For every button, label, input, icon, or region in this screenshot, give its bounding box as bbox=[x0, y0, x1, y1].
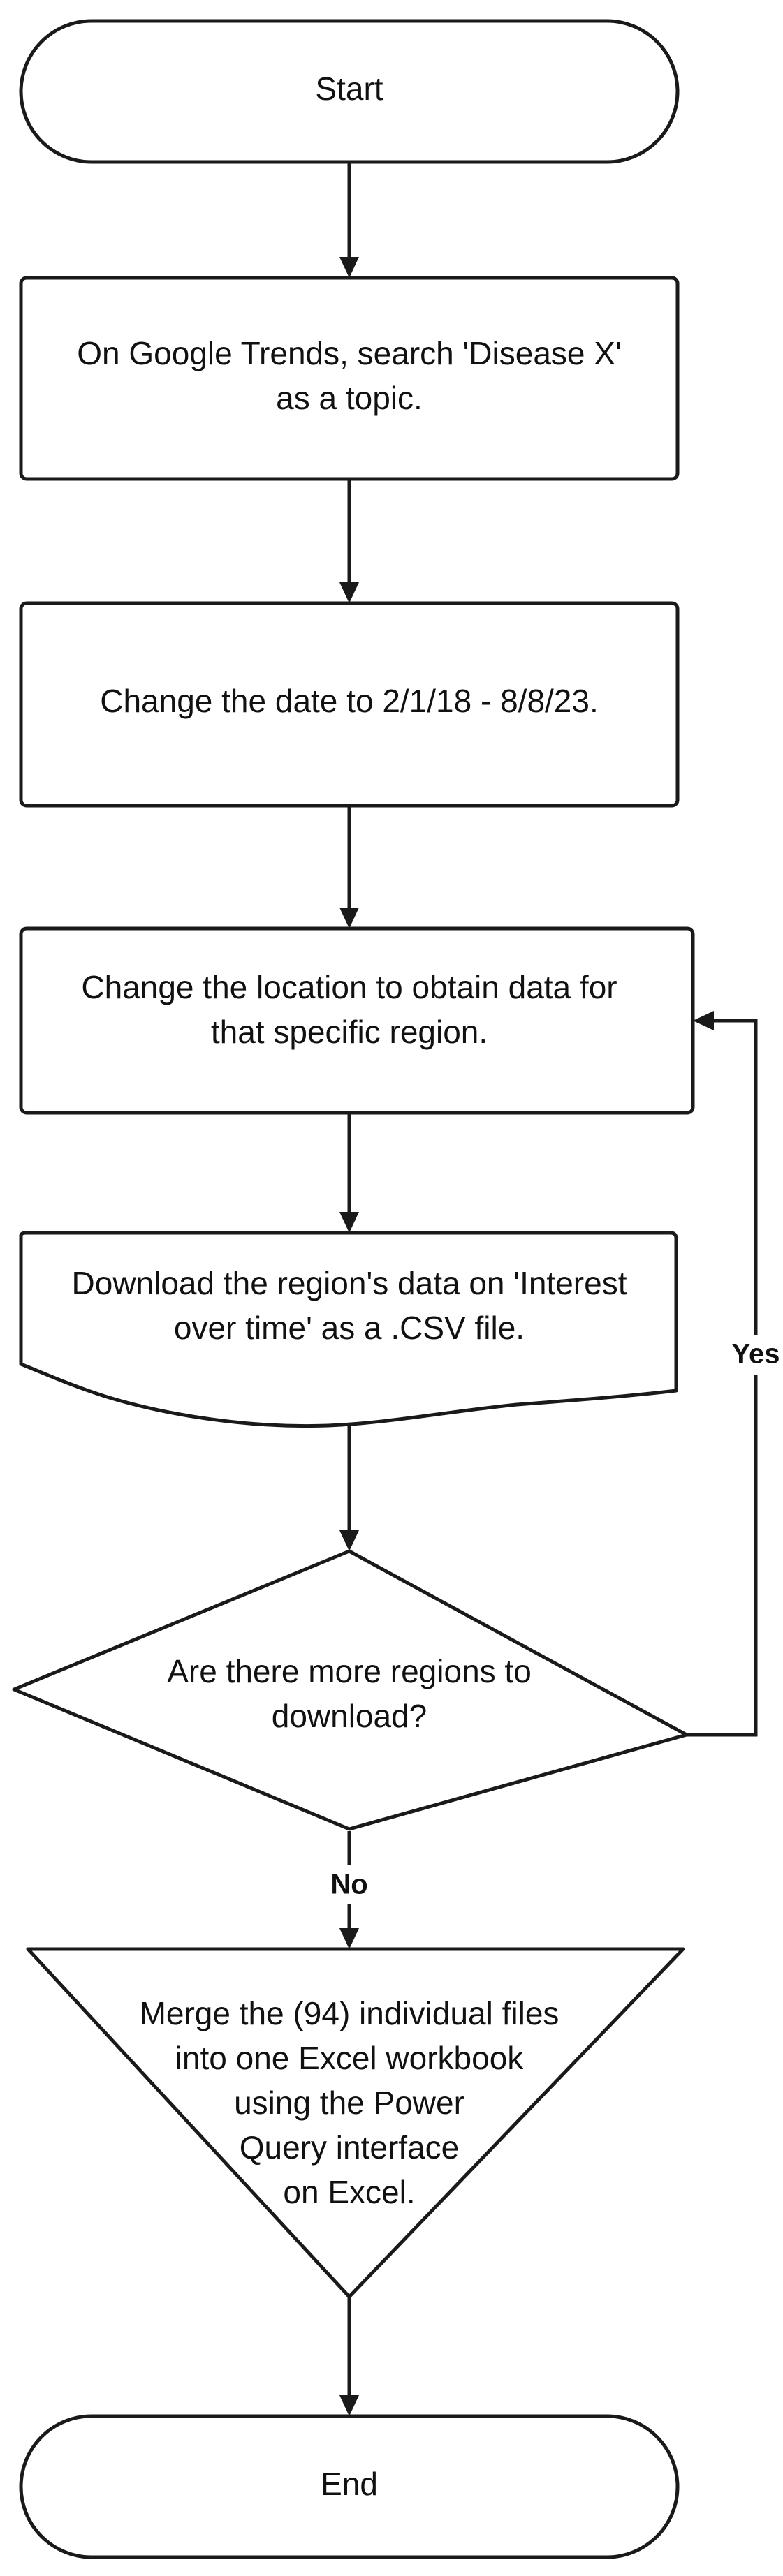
decision-diamond bbox=[12, 1549, 689, 1831]
download-csv-line-1: Download the region's data on 'Interest bbox=[72, 1265, 627, 1301]
search-topic-line-2: as a topic. bbox=[276, 380, 423, 416]
edge-labels: Yes No bbox=[323, 1335, 783, 1904]
merge-files-line-4: Query interface bbox=[240, 2129, 459, 2166]
node-start: Start bbox=[19, 19, 680, 164]
yes-label-background bbox=[724, 1335, 783, 1375]
arrowhead bbox=[339, 2395, 359, 2416]
download-csv-line-2: over time' as a .CSV file. bbox=[174, 1310, 525, 1346]
change-location-line-1: Change the location to obtain data for bbox=[81, 969, 617, 1005]
merge-files-line-3: using the Power bbox=[234, 2085, 464, 2121]
arrowhead bbox=[339, 1530, 359, 1551]
process-box bbox=[19, 601, 680, 808]
yes-label: Yes bbox=[732, 1339, 780, 1370]
node-change-date: Change the date to 2/1/18 - 8/8/23. bbox=[19, 601, 680, 808]
arrowhead bbox=[339, 1928, 359, 1949]
node-download-csv: Download the region's data on 'Interest … bbox=[19, 1231, 678, 1428]
change-date-line-1: Change the date to 2/1/18 - 8/8/23. bbox=[100, 683, 599, 719]
more-regions-line-2: download? bbox=[272, 1698, 427, 1734]
terminator-shape bbox=[19, 2414, 680, 2559]
merge-files-line-2: into one Excel workbook bbox=[175, 2040, 525, 2076]
terminator-shape bbox=[19, 19, 680, 164]
process-box bbox=[19, 926, 695, 1115]
no-label-background bbox=[323, 1865, 375, 1904]
end-label: End bbox=[321, 2466, 378, 2502]
search-topic-line-1: On Google Trends, search 'Disease X' bbox=[77, 335, 622, 371]
merge-triangle bbox=[26, 1947, 685, 2299]
more-regions-line-1: Are there more regions to bbox=[167, 1653, 532, 1689]
node-search-topic: On Google Trends, search 'Disease X' as … bbox=[19, 276, 680, 481]
arrowhead bbox=[339, 1212, 359, 1233]
node-change-location: Change the location to obtain data for t… bbox=[19, 926, 695, 1115]
merge-files-line-5: on Excel. bbox=[283, 2174, 415, 2210]
process-box bbox=[19, 276, 680, 481]
connector-yes-loop bbox=[687, 1019, 758, 1737]
start-label: Start bbox=[315, 71, 383, 107]
node-merge-files: Merge the (94) individual files into one… bbox=[26, 1947, 685, 2299]
arrowhead bbox=[693, 1011, 714, 1030]
merge-files-line-1: Merge the (94) individual files bbox=[140, 1995, 559, 2031]
node-more-regions-decision: Are there more regions to download? bbox=[12, 1549, 689, 1831]
arrowhead bbox=[339, 257, 359, 278]
node-end: End bbox=[19, 2414, 680, 2559]
no-label: No bbox=[330, 1870, 367, 1900]
document-shape bbox=[19, 1231, 678, 1428]
arrowhead bbox=[339, 908, 359, 928]
arrowhead bbox=[339, 582, 359, 603]
change-location-line-2: that specific region. bbox=[211, 1014, 488, 1050]
